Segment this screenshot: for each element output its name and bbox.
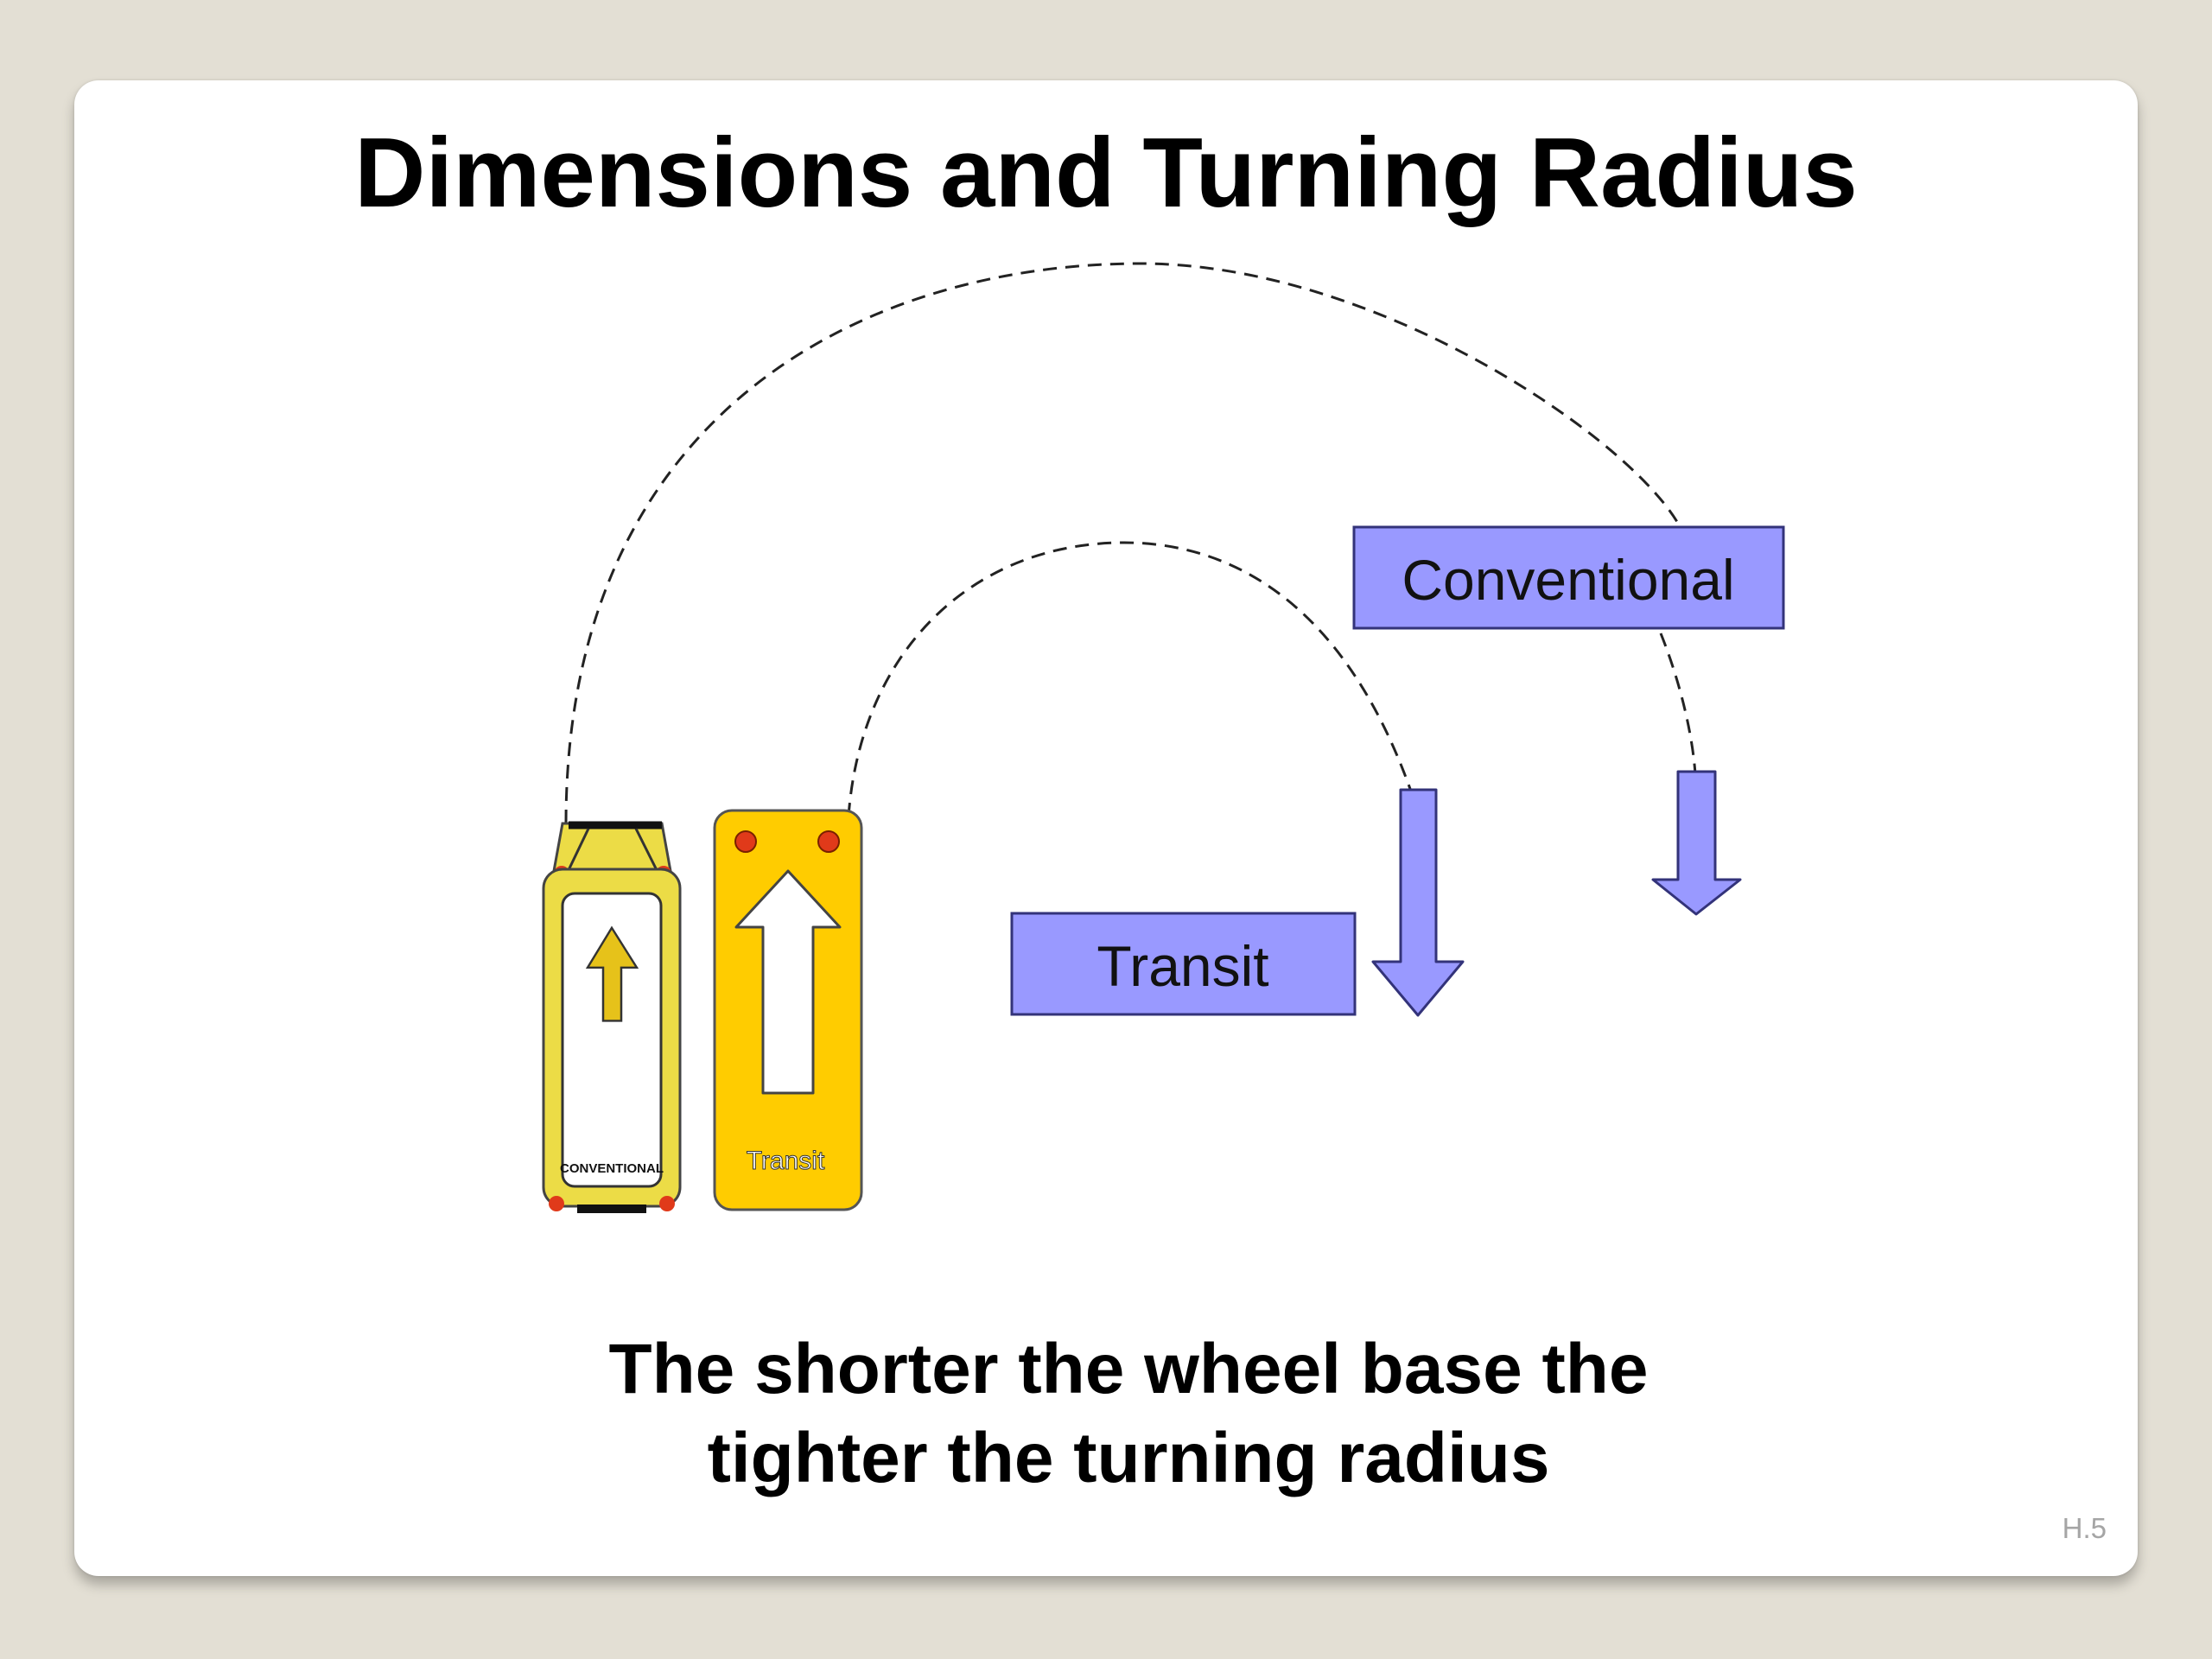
transit-direction-arrow: [1371, 788, 1465, 1017]
conventional-bus-rear-light-left: [549, 1196, 564, 1211]
transit-bus-label: Transit: [747, 1147, 825, 1175]
transit-label-box: [1010, 912, 1357, 1016]
transit-bus-light-right: [817, 830, 840, 853]
caption-line-2: tighter the turning radius: [707, 1419, 1550, 1497]
transit-bus-forward-arrow: [734, 869, 842, 1095]
conventional-bus-rear-light-right: [659, 1196, 675, 1211]
transit-turn-arc: [847, 541, 1412, 817]
conventional-bus-forward-arrow: [585, 925, 639, 1022]
transit-bus: Transit: [713, 809, 863, 1211]
conventional-label: Conventional: [1402, 548, 1734, 612]
transit-label: Transit: [1096, 934, 1268, 998]
conventional-bus-label: CONVENTIONAL: [560, 1161, 664, 1176]
conventional-turn-arc-tail: [1659, 632, 1697, 775]
conventional-turn-arc: [564, 262, 1683, 824]
slide: Dimensions and Turning Radius Convention…: [74, 80, 2138, 1576]
slide-number: H.5: [2062, 1512, 2107, 1544]
transit-bus-light-left: [734, 830, 757, 853]
turning-radius-diagram: Conventional Transit CONVENTIONAL: [542, 262, 1785, 1213]
slide-caption: The shorter the wheel base the tighter t…: [74, 1325, 2183, 1503]
conventional-bus: CONVENTIONAL: [542, 821, 682, 1213]
slide-title: Dimensions and Turning Radius: [354, 118, 1858, 228]
conventional-label-box: [1352, 525, 1785, 630]
caption-line-1: The shorter the wheel base the: [608, 1330, 1649, 1408]
conventional-direction-arrow: [1651, 770, 1742, 916]
